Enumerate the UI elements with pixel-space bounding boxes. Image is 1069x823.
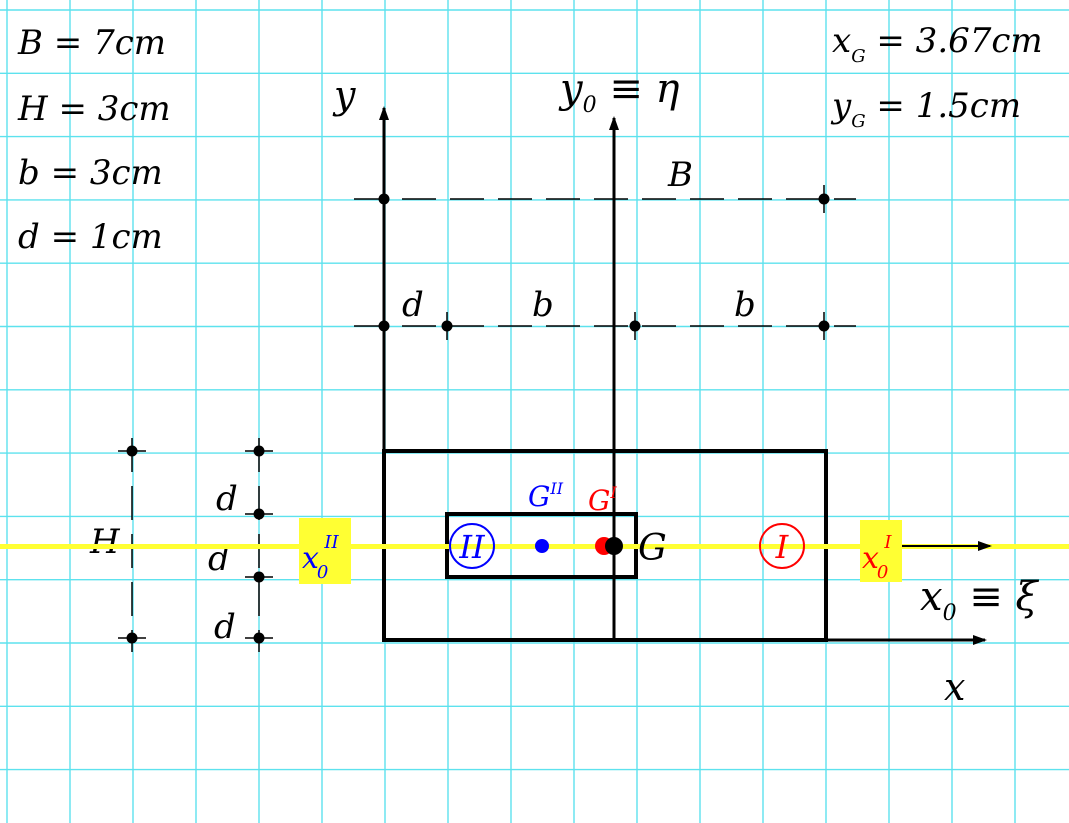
given-d: d = 1cm [18, 217, 163, 257]
result-yG: yG = 1.5cm [830, 86, 1021, 132]
y-axis-label: y [332, 73, 356, 117]
dimension-dots [126, 193, 830, 644]
x0I-label-bg [860, 520, 902, 582]
given-B: B = 7cm [17, 23, 166, 63]
centroid-GI-label: GI [588, 483, 617, 517]
dim-b1-label: b [532, 285, 554, 325]
centroid-GII-dot [535, 539, 549, 553]
centroid-GII-label: GII [528, 479, 564, 513]
region-II-circle [449, 523, 495, 569]
x0-axis-label: x0 ≡ ξ [920, 574, 1040, 626]
region-II-label: II [458, 528, 486, 566]
centroid-G-label: G [638, 528, 667, 569]
given-b: b = 3cm [18, 153, 163, 193]
dim-b2-label: b [734, 285, 756, 325]
dim-d-top-label: d [402, 285, 424, 325]
dim-d3-label: d [214, 607, 236, 647]
centroidal-axis-highlight [0, 544, 1069, 549]
y0-axis-label: y0 ≡ η [558, 66, 680, 118]
dim-H-label: H [89, 522, 121, 562]
dimension-lines [131, 198, 856, 652]
x0II-label-bg [299, 518, 351, 584]
dim-B-label: B [667, 155, 693, 195]
x-axis-label: x [944, 665, 965, 709]
centroid-G-dot [605, 537, 623, 555]
given-H: H = 3cm [17, 89, 171, 129]
dim-d1-label: d [216, 479, 238, 519]
result-xG: xG = 3.67cm [832, 21, 1043, 67]
region-I-circle [759, 523, 805, 569]
x0II-label: x0II [302, 532, 339, 583]
x0I-label: x0I [862, 532, 892, 583]
region-I-label: I [775, 528, 790, 566]
